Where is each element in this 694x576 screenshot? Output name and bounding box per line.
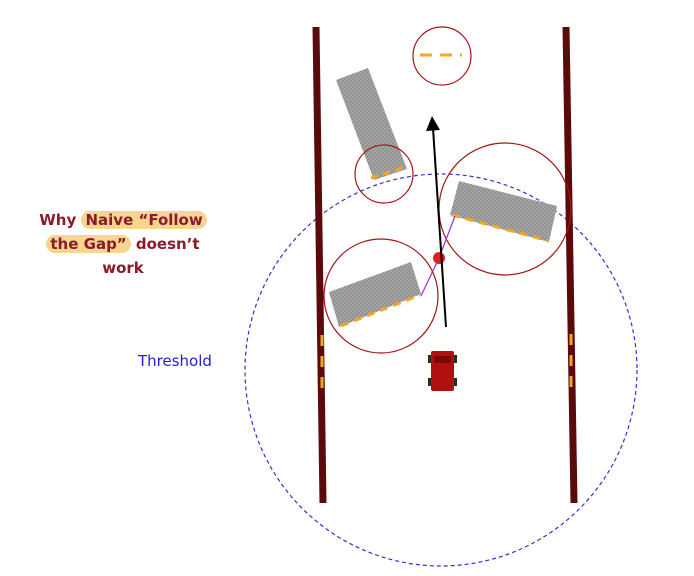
title-post-2: doesn’t	[130, 235, 200, 253]
right-lane-wall	[562, 26, 578, 504]
threshold-circle	[244, 173, 638, 567]
car-icon	[428, 351, 457, 391]
title-highlight-1: Naive “Follow	[81, 211, 207, 229]
arrow-up-icon	[426, 116, 447, 328]
title-line-1: Why Naive “Follow	[20, 208, 226, 232]
left-lane-wall	[312, 26, 327, 504]
obstacle-lower-left	[329, 262, 421, 328]
distant-circle	[412, 26, 472, 86]
title-line-3: work	[102, 259, 144, 277]
slide-title: Why Naive “Follow the Gap” doesn’t work	[20, 208, 226, 280]
obstacle-right	[450, 181, 557, 243]
title-highlight-2: the Gap”	[46, 235, 131, 253]
obstacle-circle-small	[354, 144, 414, 204]
title-pre: Why	[39, 211, 82, 229]
threshold-label: Threshold	[138, 352, 212, 370]
title-line-2: the Gap” doesn’t	[20, 232, 226, 256]
obstacle-circle-lower-left	[323, 238, 439, 354]
target-point	[433, 252, 445, 264]
obstacle-top-left	[336, 68, 407, 180]
